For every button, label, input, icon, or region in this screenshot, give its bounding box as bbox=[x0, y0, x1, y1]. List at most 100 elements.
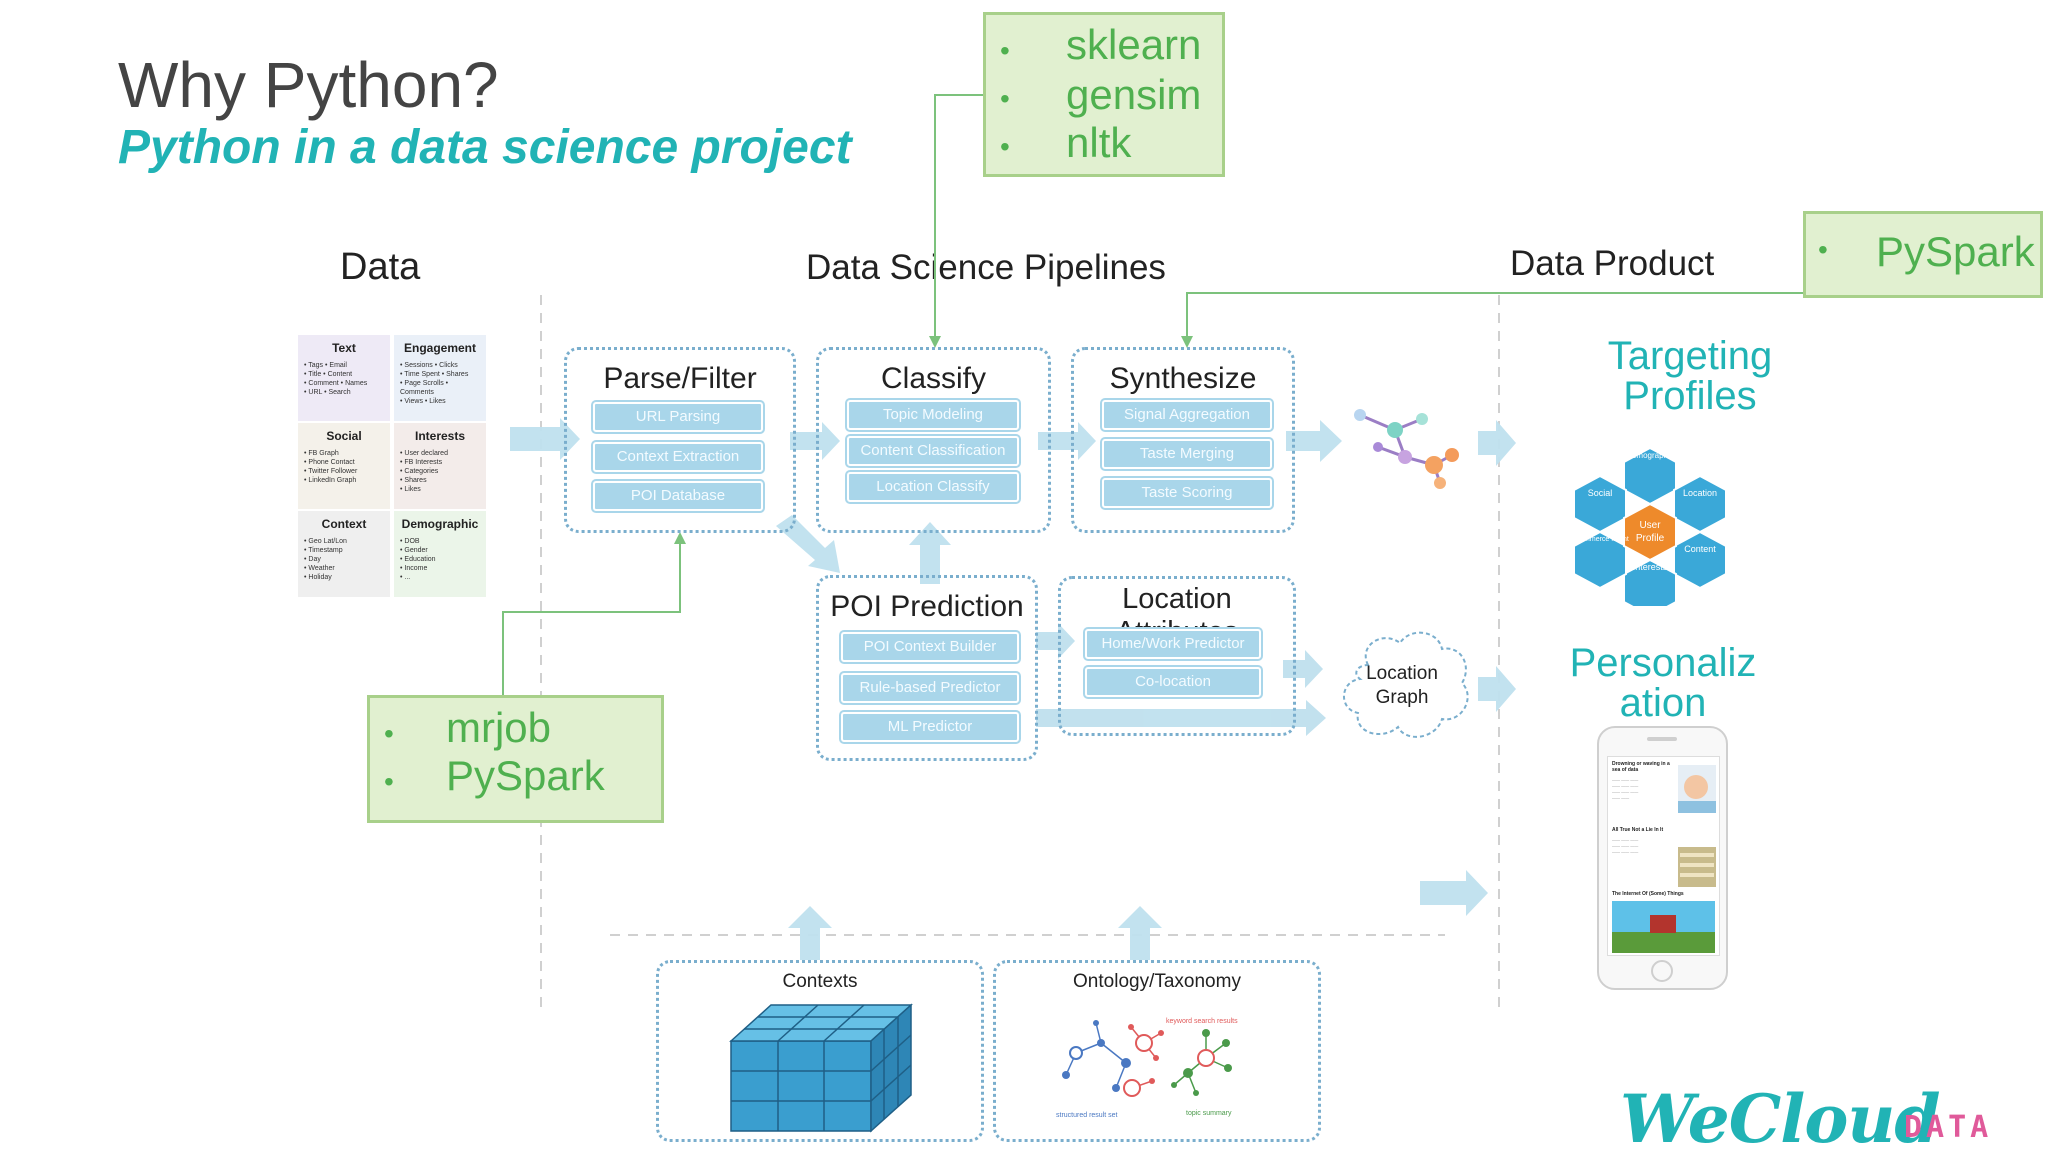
news-item-1: Drowning or waving in a sea of data bbox=[1612, 761, 1670, 773]
phone-screen: Drowning or waving in a sea of data —— —… bbox=[1607, 756, 1720, 956]
classify-tools-connector bbox=[934, 94, 983, 340]
data-cube-icon bbox=[729, 1003, 913, 1133]
data-cell-demographic: Demographic • DOB • Gender • Education •… bbox=[394, 511, 486, 597]
news-body-lines: —— —— ———— —— ———— —— —— bbox=[1612, 837, 1639, 854]
hex-label-social: Social bbox=[1588, 488, 1613, 498]
news-item-3: The Internet Of (Some) Things bbox=[1612, 891, 1684, 897]
product-label-line: Profiles bbox=[1623, 374, 1757, 418]
product-label-line: Personaliz bbox=[1569, 641, 1757, 685]
step-content-classification: Content Classification bbox=[847, 436, 1019, 466]
slide-subtitle: Python in a data science project bbox=[118, 121, 852, 174]
flow-arrows bbox=[510, 418, 1516, 960]
phone-home-button bbox=[1651, 960, 1673, 982]
step-location-classify: Location Classify bbox=[847, 472, 1019, 502]
data-cell-items: • FB Graph • Phone Contact • Twitter Fol… bbox=[304, 450, 358, 484]
data-cell-items: • User declared • FB Interests • Categor… bbox=[400, 450, 448, 493]
stage-parse-filter: Parse/Filter URL Parsing Context Extract… bbox=[564, 347, 796, 533]
location-graph-line-2: Graph bbox=[1376, 687, 1429, 708]
phone-speaker bbox=[1647, 737, 1677, 741]
product-label-line: ation bbox=[1619, 681, 1707, 725]
data-cell-context: Context • Geo Lat/Lon • Timestamp • Day … bbox=[298, 511, 390, 597]
data-cell-engagement: Engagement • Sessions • Clicks • Time Sp… bbox=[394, 335, 486, 421]
step-context-extraction: Context Extraction bbox=[593, 442, 763, 472]
bullet-dots: ••• bbox=[1000, 35, 1010, 162]
data-cell-items: • Geo Lat/Lon • Timestamp • Day • Weathe… bbox=[304, 538, 347, 581]
ontology-title: Ontology/Taxonomy bbox=[1073, 971, 1241, 992]
step-signal-aggregation: Signal Aggregation bbox=[1102, 400, 1272, 430]
data-cell-title: Interests bbox=[414, 429, 466, 443]
section-pipelines-label: Data Science Pipelines bbox=[806, 248, 1166, 287]
stage-synthesize: Synthesize Signal Aggregation Taste Merg… bbox=[1071, 347, 1295, 533]
brand-logo-suffix: DATA bbox=[1904, 1110, 1993, 1145]
data-cell-title: Context bbox=[321, 517, 367, 531]
hex-center-line-2: Profile bbox=[1636, 533, 1665, 544]
stage-classify: Classify Topic Modeling Content Classifi… bbox=[816, 347, 1051, 533]
user-profile-hexagons: Demographic Location Content Interests e… bbox=[1571, 446, 1727, 606]
ontology-label-keyword: keyword search results bbox=[1166, 1018, 1238, 1025]
step-rule-based-predictor: Rule-based Predictor bbox=[841, 673, 1019, 703]
parse-tools-connector bbox=[502, 540, 681, 695]
tool-item-mrjob: mrjob bbox=[446, 704, 552, 751]
hex-label-ecommerce: eCommerce Intent bbox=[1571, 536, 1629, 543]
stage-title: Parse/Filter bbox=[603, 362, 757, 395]
hex-label-content: Content bbox=[1684, 544, 1716, 554]
bullet-dots: •• bbox=[384, 718, 394, 797]
stage-title: POI Prediction bbox=[830, 590, 1024, 623]
stage-title: Classify bbox=[880, 362, 986, 395]
news-body-lines: —— —— ———— —— ———— —— ———— —— bbox=[1612, 777, 1639, 800]
hex-label-location: Location bbox=[1683, 488, 1717, 498]
data-cell-items: • DOB • Gender • Education • Income • ..… bbox=[400, 538, 436, 581]
news-image-2 bbox=[1678, 847, 1716, 887]
location-graph-line-1: Location bbox=[1366, 663, 1438, 684]
product-personalization: Personaliz ation bbox=[1548, 643, 1778, 723]
step-poi-context-builder: POI Context Builder bbox=[841, 632, 1019, 662]
product-label-line: Targeting bbox=[1607, 334, 1773, 378]
data-cell-items: • Tags • Email • Title • Content • Comme… bbox=[304, 362, 368, 396]
data-cell-title: Text bbox=[332, 341, 356, 355]
step-poi-database: POI Database bbox=[593, 481, 763, 511]
step-ml-predictor: ML Predictor bbox=[841, 712, 1019, 742]
stage-title: Synthesize bbox=[1109, 362, 1257, 395]
box-contexts: Contexts bbox=[656, 960, 984, 1142]
location-graph-cloud: Location Graph bbox=[1343, 631, 1469, 738]
hex-label-demographic: Demographic bbox=[1626, 451, 1674, 460]
news-item-2: All True Not a Lie In It bbox=[1612, 827, 1664, 833]
data-cell-title: Engagement bbox=[403, 341, 476, 355]
product-targeting-profiles: Targeting Profiles bbox=[1575, 336, 1805, 416]
step-url-parsing: URL Parsing bbox=[593, 402, 763, 432]
box-ontology: Ontology/Taxonomy keyword search results… bbox=[993, 960, 1321, 1142]
tool-item-gensim: gensim bbox=[1066, 71, 1202, 118]
phone-mockup: Drowning or waving in a sea of data —— —… bbox=[1597, 726, 1728, 990]
hex-center-line-1: User bbox=[1639, 520, 1661, 531]
section-data-label: Data bbox=[340, 246, 421, 288]
ontology-label-structured: structured result set bbox=[1056, 1112, 1118, 1119]
step-taste-scoring: Taste Scoring bbox=[1102, 478, 1272, 508]
brand-logo-text: WeCloud bbox=[1620, 1080, 1940, 1158]
contexts-title: Contexts bbox=[782, 971, 858, 992]
step-taste-merging: Taste Merging bbox=[1102, 439, 1272, 469]
parse-tools-box: •• mrjob PySpark bbox=[367, 695, 664, 823]
product-tools-connector bbox=[1186, 292, 1803, 340]
slide-title: Why Python? bbox=[118, 49, 499, 121]
section-product-label: Data Product bbox=[1510, 244, 1715, 283]
network-graphic-icon bbox=[1354, 409, 1459, 489]
data-sources-table: Text • Tags • Email • Title • Content • … bbox=[298, 335, 488, 597]
tool-item-pyspark-product: PySpark bbox=[1876, 228, 2035, 275]
bullet-dot: • bbox=[1818, 234, 1828, 265]
news-image-1 bbox=[1678, 765, 1716, 813]
data-cell-interests: Interests • User declared • FB Interests… bbox=[394, 423, 486, 509]
data-cell-items: • Sessions • Clicks • Time Spent • Share… bbox=[400, 362, 469, 405]
ontology-graph-icon: keyword search results structured result… bbox=[1056, 1018, 1238, 1119]
tool-item-sklearn: sklearn bbox=[1066, 21, 1202, 68]
ontology-label-summary: topic summary bbox=[1186, 1110, 1232, 1117]
product-tools-box: • PySpark bbox=[1803, 211, 2043, 298]
tool-item-pyspark-parse: PySpark bbox=[446, 752, 605, 799]
tool-item-nltk: nltk bbox=[1066, 119, 1132, 166]
data-cell-social: Social • FB Graph • Phone Contact • Twit… bbox=[298, 423, 390, 509]
classify-tools-box: sklearn gensim nltk ••• bbox=[983, 12, 1225, 177]
data-cell-title: Demographic bbox=[401, 517, 479, 531]
hex-label-interests: Interests bbox=[1633, 562, 1668, 572]
data-cell-title: Social bbox=[326, 429, 362, 443]
step-topic-modeling: Topic Modeling bbox=[847, 400, 1019, 430]
